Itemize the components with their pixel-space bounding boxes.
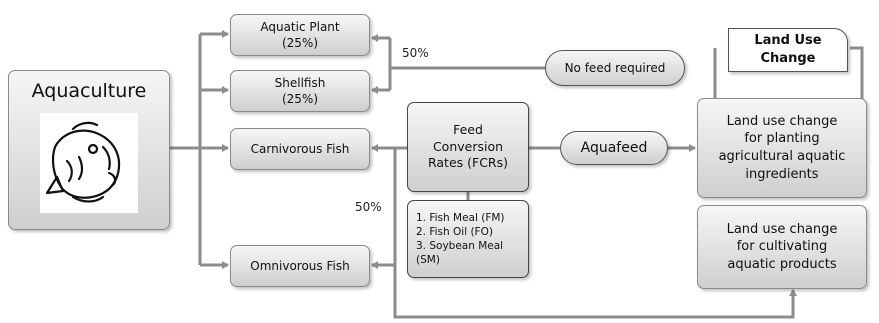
aquatic-plant-box: Aquatic Plant (25%) [230,14,370,56]
fcr-line2: Conversion [432,138,504,154]
feed-ingredients-box: 1. Fish Meal (FM) 2. Fish Oil (FO) 3. So… [407,200,529,278]
carnivorous-fish-box: Carnivorous Fish [230,128,370,170]
shellfish-box: Shellfish (25%) [230,70,370,112]
luc-cultivating-line1: Land use change [726,221,838,237]
feed-item: 3. Soybean Meal [416,240,504,252]
percent-label-mid: 50% [355,200,382,214]
luc-planting-box: Land use change for planting agricultura… [697,98,867,198]
land-use-title-line2: Change [760,51,816,66]
land-use-title-line1: Land Use [754,33,822,49]
luc-planting-line4: ingredients [745,166,819,182]
aquafeed-box: Aquafeed [560,131,668,165]
luc-cultivating-box: Land use change for cultivating aquatic … [697,205,867,289]
aquatic-plant-percent: (25%) [281,36,319,50]
aquatic-plant-label: Aquatic Plant [260,19,340,34]
luc-planting-line1: Land use change [726,113,838,129]
percent-label-top: 50% [402,46,429,60]
shellfish-label: Shellfish [274,75,326,90]
no-feed-required-label: No feed required [564,60,666,75]
luc-cultivating-line3: aquatic products [727,256,837,272]
fish-icon [45,121,121,203]
fcr-line1: Feed [453,121,483,137]
fcr-line3: Rates (FCRs) [427,155,509,171]
land-use-change-title: Land Use Change [728,28,848,72]
no-feed-required-box: No feed required [545,50,685,86]
omnivorous-fish-box: Omnivorous Fish [230,245,370,287]
shellfish-percent: (25%) [281,92,319,106]
feed-item: 1. Fish Meal (FM) [416,211,505,224]
fcr-box: Feed Conversion Rates (FCRs) [407,102,529,192]
luc-planting-line2: for planting [744,131,820,147]
omnivorous-fish-label: Omnivorous Fish [250,258,350,273]
fish-image-frame [40,112,138,213]
aquaculture-box: Aquaculture [8,70,170,230]
luc-cultivating-line2: for cultivating [736,239,828,255]
aquafeed-label: Aquafeed [580,139,648,156]
feed-item: 2. Fish Oil (FO) [416,225,493,238]
luc-planting-line3: agricultural aquatic [718,149,846,164]
feed-item: (SM) [416,254,440,267]
carnivorous-fish-label: Carnivorous Fish [250,141,350,156]
aquaculture-label: Aquaculture [31,80,147,102]
